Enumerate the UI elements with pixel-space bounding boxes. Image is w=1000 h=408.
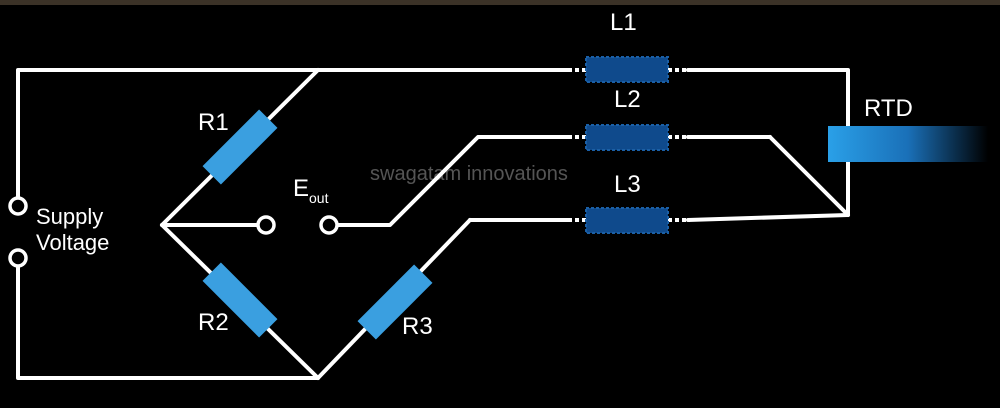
- wires: [16, 68, 850, 380]
- label-l2: L2: [614, 86, 641, 113]
- label-r1: R1: [198, 109, 229, 136]
- label-eout: E: [293, 175, 309, 202]
- wire-l3-right: [686, 213, 850, 222]
- inductor-joints: [568, 68, 690, 222]
- label-voltage: Voltage: [36, 230, 109, 255]
- inductor-l2: [585, 124, 669, 151]
- rtd-element: [828, 126, 988, 162]
- wire-l2-diagonal: [768, 135, 850, 217]
- inductor-l3: [585, 207, 669, 234]
- label-l3: L3: [614, 171, 641, 198]
- top-border: [0, 0, 1000, 5]
- supply-terminal-top: [8, 196, 28, 216]
- eout-terminal-left: [256, 215, 276, 235]
- inductor-l1: [585, 56, 669, 83]
- label-rtd: RTD: [864, 95, 913, 122]
- eout-terminal-right: [319, 215, 339, 235]
- label-r2: R2: [198, 309, 229, 336]
- wire-l1-right: [686, 68, 850, 217]
- resistor-r3: [357, 264, 433, 340]
- watermark: swagatam innovations: [370, 163, 568, 185]
- wire-supply-top: [16, 68, 320, 199]
- resistor-r2: [202, 262, 278, 338]
- terminals: [8, 196, 339, 268]
- label-eout-subscript: out: [309, 190, 329, 206]
- label-supply: Supply: [36, 204, 103, 229]
- supply-terminal-bottom: [8, 248, 28, 268]
- label-l1: L1: [610, 9, 637, 36]
- resistor-r1: [202, 109, 278, 185]
- label-r3: R3: [402, 313, 433, 340]
- wire-supply-bottom: [16, 256, 320, 380]
- wire-eout-right: [336, 135, 572, 227]
